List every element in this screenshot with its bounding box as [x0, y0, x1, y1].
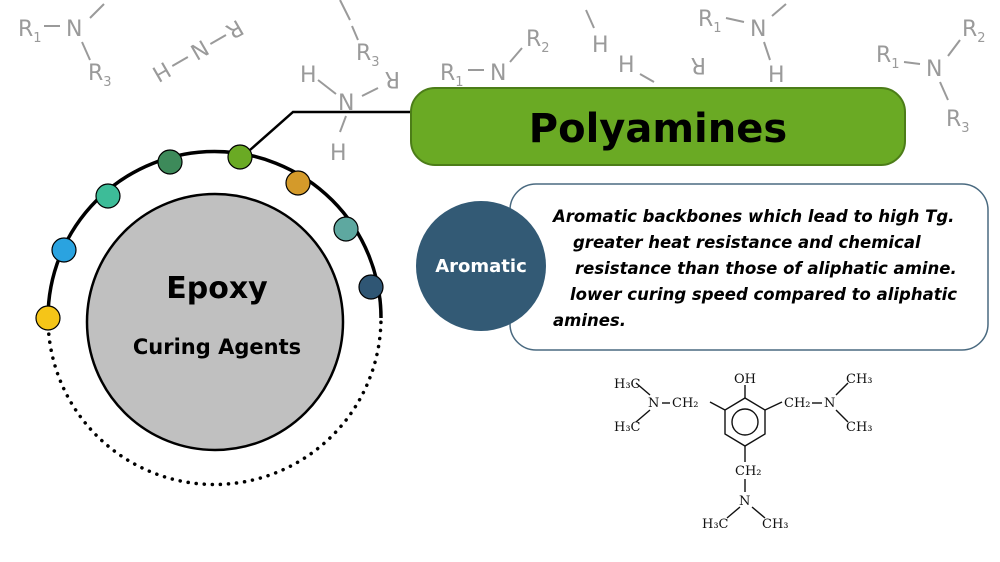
svg-text:CH₃: CH₃	[762, 517, 789, 532]
bg-amine-5: R1 N R2	[440, 27, 550, 90]
dot-green[interactable]	[227, 144, 253, 170]
description-line: lower curing speed compared to aliphatic	[570, 285, 957, 304]
description-line: resistance than those of aliphatic amine…	[575, 259, 957, 278]
bg-amine-1: R1 N R3	[18, 3, 112, 90]
bg-amine-8: R1 N R2 R3	[876, 17, 986, 136]
svg-text:CH₂: CH₂	[672, 396, 699, 411]
svg-text:R1: R1	[876, 43, 900, 72]
molecule-structure: OH CH₂ N H₃C H₃C CH₂ N CH₃ CH₃ CH₂ N H₃C…	[614, 372, 873, 532]
dot-dark-green	[157, 149, 183, 175]
ring-dots	[35, 144, 384, 331]
svg-text:R: R	[691, 52, 706, 77]
svg-text:H: H	[768, 63, 785, 88]
svg-text:H: H	[330, 141, 347, 166]
svg-text:H: H	[300, 63, 317, 88]
svg-text:N: N	[824, 396, 835, 411]
svg-text:CH₂: CH₂	[735, 464, 762, 479]
svg-text:R: R	[385, 66, 400, 91]
svg-text:R3: R3	[356, 41, 380, 70]
polyamines-banner	[410, 87, 906, 166]
dot-yellow	[35, 305, 61, 331]
svg-text:R: R	[221, 14, 247, 43]
description-line: amines.	[553, 311, 626, 330]
svg-text:R2: R2	[526, 27, 550, 56]
aromatic-circle	[416, 201, 546, 331]
connector-line	[249, 110, 412, 151]
banner-title: Polyamines	[529, 106, 787, 152]
svg-text:R1: R1	[440, 61, 464, 90]
svg-text:N: N	[926, 57, 942, 82]
bg-amine-7: R1 N H	[698, 3, 787, 88]
center-circle	[85, 192, 345, 452]
svg-text:H: H	[592, 33, 609, 58]
svg-text:N: N	[338, 91, 354, 116]
dot-teal	[95, 183, 121, 209]
dot-sea-green	[333, 216, 359, 242]
svg-text:R1: R1	[698, 7, 722, 36]
bg-amine-6: H H R	[585, 9, 706, 83]
svg-text:R1: R1	[18, 17, 42, 46]
svg-text:N: N	[66, 17, 82, 42]
dot-navy	[358, 274, 384, 300]
svg-text:CH₂: CH₂	[784, 396, 811, 411]
center-subtitle: Curing Agents	[133, 335, 301, 359]
svg-text:H₃C: H₃C	[614, 377, 641, 392]
svg-text:R3: R3	[946, 107, 970, 136]
svg-text:H: H	[147, 56, 174, 86]
bg-amine-2: N H R	[147, 14, 247, 86]
svg-text:N: N	[186, 34, 213, 64]
ring-dotted-arc	[46, 316, 383, 487]
dot-orange	[285, 170, 311, 196]
svg-text:R2: R2	[962, 17, 986, 46]
description-line: greater heat resistance and chemical	[573, 233, 921, 252]
svg-text:OH: OH	[734, 372, 756, 387]
svg-text:N: N	[648, 396, 659, 411]
svg-text:H₃C: H₃C	[702, 517, 729, 532]
dot-blue	[51, 237, 77, 263]
svg-text:CH₃: CH₃	[846, 372, 873, 387]
svg-text:N: N	[490, 61, 506, 86]
bg-amine-4: H N R H	[300, 63, 400, 166]
svg-text:H₃C: H₃C	[614, 420, 641, 435]
description-line: Aromatic backbones which lead to high Tg…	[551, 207, 954, 226]
svg-text:CH₃: CH₃	[846, 420, 873, 435]
bg-amine-3: R3	[339, 0, 380, 70]
svg-text:N: N	[739, 494, 750, 509]
aromatic-label: Aromatic	[435, 256, 527, 277]
svg-text:H: H	[618, 53, 635, 78]
svg-text:R3: R3	[88, 61, 112, 90]
center-title: Epoxy	[166, 271, 268, 306]
svg-text:N: N	[750, 17, 766, 42]
